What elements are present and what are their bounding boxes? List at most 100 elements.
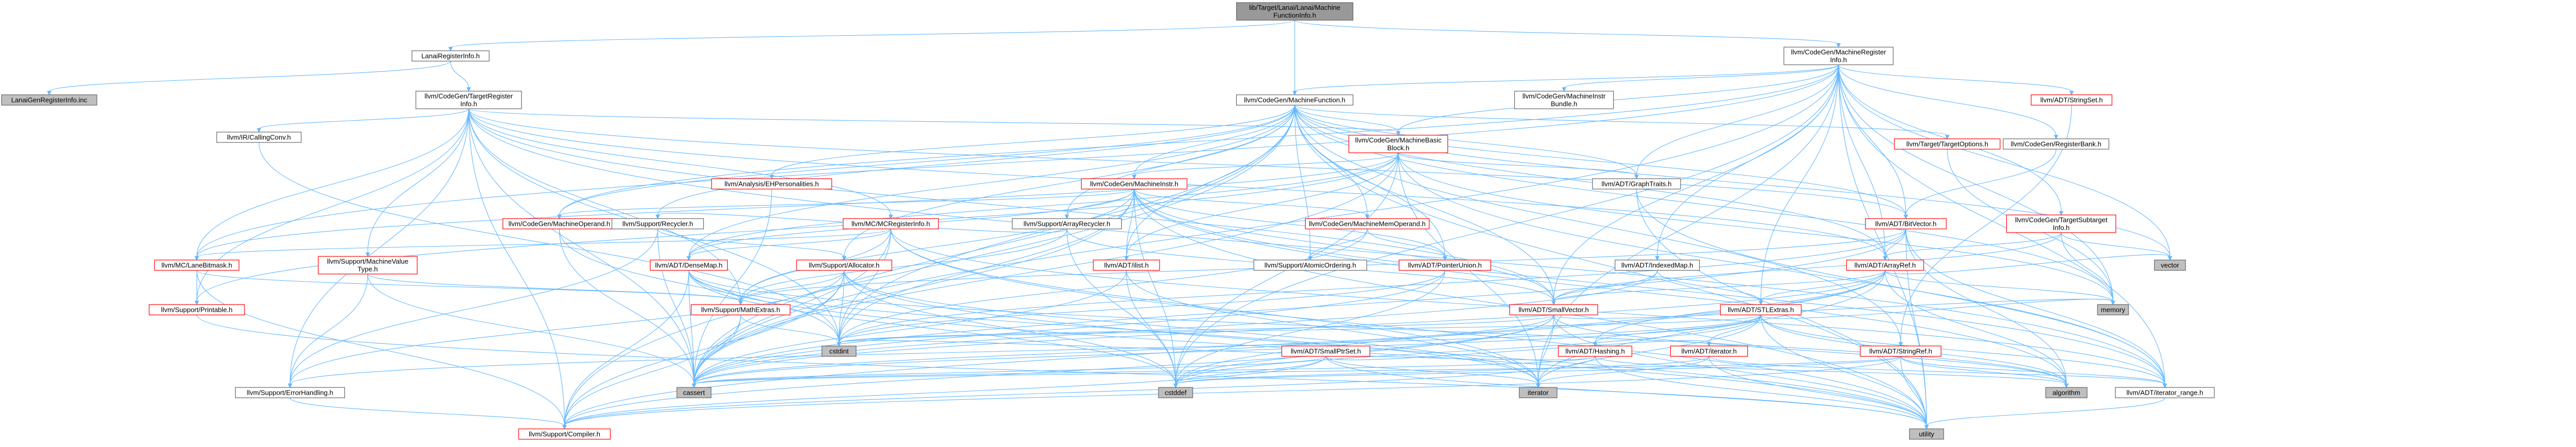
node-label: llvm/IR/CallingConv.h xyxy=(227,134,291,141)
edge-arrowhead xyxy=(1903,214,1908,220)
node-smallvector[interactable]: llvm/ADT/SmallVector.h xyxy=(1509,304,1598,315)
node-hashing[interactable]: llvm/ADT/Hashing.h xyxy=(1558,345,1632,357)
node-errorhandling[interactable]: llvm/Support/ErrorHandling.h xyxy=(235,387,345,398)
node-label: Info.h xyxy=(2053,224,2070,232)
node-cstdint[interactable]: cstdint xyxy=(821,345,857,357)
node-stringset[interactable]: llvm/ADT/StringSet.h xyxy=(2031,94,2112,106)
edge-arrowhead xyxy=(655,214,660,220)
node-box xyxy=(2115,387,2215,398)
node-root[interactable]: lib/Target/Lanai/Lanai/MachineFunctionIn… xyxy=(1236,2,1354,21)
edge-stringref-to-iterrange xyxy=(1900,356,2165,385)
node-ptrunion[interactable]: llvm/ADT/PointerUnion.h xyxy=(1398,259,1492,271)
edge-tsi-to-vector xyxy=(2061,232,2170,257)
node-label: cstdint xyxy=(829,348,849,355)
node-callconv[interactable]: llvm/IR/CallingConv.h xyxy=(216,132,302,143)
node-algorithm[interactable]: algorithm xyxy=(2045,387,2088,398)
node-label: llvm/ADT/ArrayRef.h xyxy=(1855,262,1916,269)
node-iterator[interactable]: iterator xyxy=(1518,387,1558,398)
node-stlextras[interactable]: llvm/ADT/STLExtras.h xyxy=(1720,304,1802,315)
nodes-layer: lib/Target/Lanai/Lanai/MachineFunctionIn… xyxy=(1,2,2215,440)
node-lanaireg[interactable]: LanaiRegisterInfo.h xyxy=(411,50,490,62)
edge-mathextras-to-cassert xyxy=(693,314,741,385)
node-label: llvm/CodeGen/MachineInstr.h xyxy=(1090,180,1179,188)
node-box xyxy=(1236,94,1354,106)
edge-tri-to-mcreginfo xyxy=(468,108,891,216)
edge-mri-to-smallvector xyxy=(1553,64,1839,302)
edge-arrowhead xyxy=(47,91,52,96)
node-compiler[interactable]: llvm/Support/Compiler.h xyxy=(518,428,611,440)
edge-arrowhead xyxy=(1551,300,1556,306)
node-box xyxy=(149,304,245,315)
node-printable[interactable]: llvm/Support/Printable.h xyxy=(149,304,245,315)
node-label: llvm/Support/Allocator.h xyxy=(809,262,880,269)
edge-minstr-to-cstddef xyxy=(1134,189,1176,385)
node-graphtraits[interactable]: llvm/ADT/GraphTraits.h xyxy=(1592,178,1681,190)
node-mcreginfo[interactable]: llvm/MC/MCRegisterInfo.h xyxy=(843,218,939,229)
node-label: llvm/CodeGen/MachineFunction.h xyxy=(1244,96,1345,104)
node-box xyxy=(1670,345,1748,357)
edge-mri-to-mf xyxy=(1294,64,1839,92)
node-mop[interactable]: llvm/CodeGen/MachineOperand.h xyxy=(502,218,616,229)
node-arrayref[interactable]: llvm/ADT/ArrayRef.h xyxy=(1846,259,1924,271)
node-bitvector[interactable]: llvm/ADT/BitVector.h xyxy=(1865,218,1947,229)
node-mmo[interactable]: llvm/CodeGen/MachineMemOperand.h xyxy=(1305,218,1430,229)
node-stringref[interactable]: llvm/ADT/StringRef.h xyxy=(1860,345,1942,357)
node-regbank[interactable]: llvm/CodeGen/RegisterBank.h xyxy=(2003,138,2109,150)
node-cassert[interactable]: cassert xyxy=(676,387,712,398)
edge-arrayref-to-algorithm xyxy=(1885,270,2067,385)
edge-mri-to-stlextras xyxy=(1760,64,1839,302)
node-indexedmap[interactable]: llvm/ADT/IndexedMap.h xyxy=(1614,259,1700,271)
edge-stlextras-to-memory xyxy=(1760,298,2114,319)
edge-minstr-to-iterrange xyxy=(1134,189,2165,385)
node-ehpers[interactable]: llvm/Analysis/EHPersonalities.h xyxy=(711,178,832,190)
node-densemap[interactable]: llvm/ADT/DenseMap.h xyxy=(649,259,728,271)
node-label: llvm/ADT/IndexedMap.h xyxy=(1622,262,1694,269)
edge-ilist-to-cstddef xyxy=(1126,270,1176,385)
node-smallptrset[interactable]: llvm/ADT/SmallPtrSet.h xyxy=(1281,345,1370,357)
edge-arrowhead xyxy=(691,383,697,388)
node-targetopts[interactable]: llvm/Target/TargetOptions.h xyxy=(1894,138,2001,150)
node-label: llvm/CodeGen/RegisterBank.h xyxy=(2011,140,2102,148)
node-cstddef[interactable]: cstddef xyxy=(1158,387,1193,398)
node-box xyxy=(1860,345,1942,357)
edge-mf-to-recycler xyxy=(657,105,1295,216)
node-memory[interactable]: memory xyxy=(2097,304,2129,315)
node-lanaigen[interactable]: LanaiGenRegisterInfo.inc xyxy=(1,94,97,106)
node-ilist[interactable]: llvm/ADT/ilist.h xyxy=(1093,259,1160,271)
node-box xyxy=(2154,259,2186,271)
edge-smallptrset-to-utility xyxy=(1325,356,1927,426)
edge-smallptrset-to-cstddef xyxy=(1175,356,1326,385)
edge-arrowhead xyxy=(1945,135,1950,140)
node-recycler[interactable]: llvm/Support/Recycler.h xyxy=(611,218,704,229)
node-box xyxy=(711,178,832,190)
edge-tri-to-cassert xyxy=(468,108,694,385)
node-minstr[interactable]: llvm/CodeGen/MachineInstr.h xyxy=(1081,178,1188,190)
edge-smallvector-to-utility xyxy=(1553,314,1927,426)
node-mathextras[interactable]: llvm/Support/MathExtras.h xyxy=(690,304,791,315)
node-utility[interactable]: utility xyxy=(1909,428,1944,440)
edge-arrayref-to-stlextras xyxy=(1760,270,1886,302)
node-mf[interactable]: llvm/CodeGen/MachineFunction.h xyxy=(1236,94,1354,106)
node-atomicord[interactable]: llvm/Support/AtomicOrdering.h xyxy=(1253,259,1367,271)
edge-arrowhead xyxy=(1173,383,1178,388)
edge-ehpers-to-cassert xyxy=(693,189,772,385)
node-adtiterator[interactable]: llvm/ADT/iterator.h xyxy=(1670,345,1748,357)
node-arrayrecycler[interactable]: llvm/Support/ArrayRecycler.h xyxy=(1011,218,1122,229)
node-box xyxy=(1783,47,1894,65)
node-label: llvm/ADT/DenseMap.h xyxy=(655,262,722,269)
node-vector[interactable]: vector xyxy=(2154,259,2186,271)
node-box xyxy=(1846,259,1924,271)
node-box xyxy=(796,259,892,271)
edge-mvt-to-mathextras xyxy=(367,273,741,302)
edge-hashing-to-compiler xyxy=(564,356,1596,426)
node-iterrange[interactable]: llvm/ADT/iterator_range.h xyxy=(2115,387,2215,398)
edge-tri-to-errorhandling xyxy=(290,108,469,385)
node-allocator[interactable]: llvm/Support/Allocator.h xyxy=(796,259,892,271)
node-lanebitmask[interactable]: llvm/MC/LaneBitmask.h xyxy=(154,259,240,271)
